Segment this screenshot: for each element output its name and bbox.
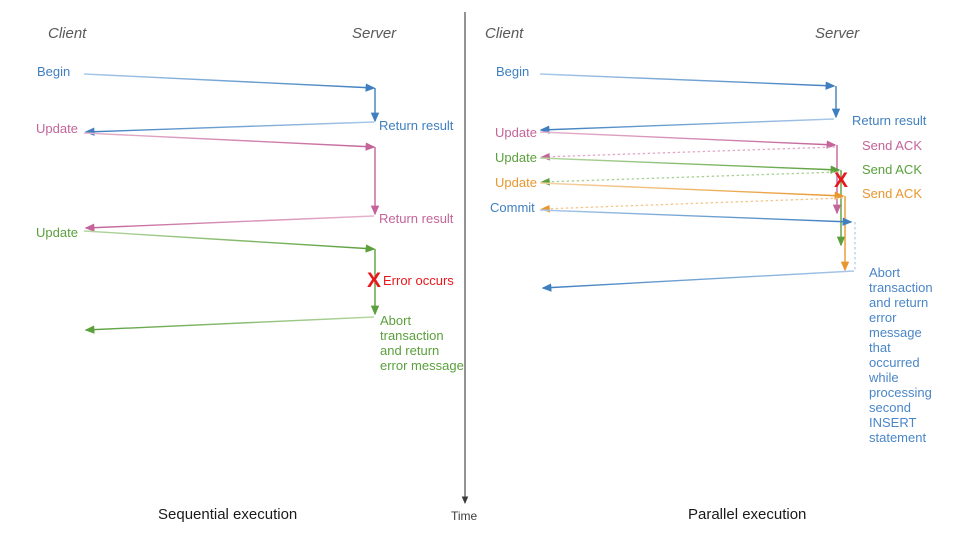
arrow-update-1-request-p [539,131,837,149]
right-message-update-3: Update [495,175,537,190]
right-message-update-1: Update [495,125,537,140]
right-message-begin: Begin [496,64,530,79]
error-x-icon-right: X [834,169,849,192]
left-message-begin: Begin [37,64,71,79]
left-actor-client: Client [48,25,87,42]
left-panel-caption: Sequential execution [158,506,298,523]
left-message-update-1: Update [36,121,78,136]
arrow-begin-request-p [539,73,836,90]
left-abort-note: Abort transaction and return error messa… [380,313,464,373]
arrow-ack-3-dotted [540,197,844,213]
right-message-update-2: Update [495,150,537,165]
left-message-return-result-2: Return result [379,211,454,226]
arrow-return-result-p [539,118,835,134]
right-actor-server: Server [815,25,860,42]
arrow-abort-return-left [84,316,375,334]
right-message-ack-3: Send ACK [862,186,922,201]
arrow-begin-request [83,73,376,92]
right-message-commit: Commit [490,200,535,215]
left-actor-server: Server [352,25,397,42]
arrow-return-result-2 [84,215,375,232]
arrow-update-2-request [83,230,376,253]
left-message-return-result-1: Return result [379,118,454,133]
left-message-update-2: Update [36,225,78,240]
arrow-update-1-request [83,132,376,151]
arrow-commit-request [539,209,853,226]
right-panel-arrows [539,73,856,292]
arrow-update-2-request-p [539,157,841,174]
arrow-ack-2-dotted [540,171,840,186]
time-axis-label: Time [451,509,478,523]
arrow-ack-1-dotted [540,146,836,161]
arrow-abort-return-right [541,270,855,292]
right-message-ack-1: Send ACK [862,138,922,153]
right-abort-note: Abort transaction and return error messa… [869,265,933,445]
right-panel-caption: Parallel execution [688,506,807,523]
arrow-update-3-request-p [539,182,845,200]
left-error-label: Error occurs [383,273,454,288]
left-panel-arrows [83,73,380,334]
right-message-return-result: Return result [852,113,927,128]
right-message-ack-2: Send ACK [862,162,922,177]
error-x-icon-left: X [367,269,382,292]
right-actor-client: Client [485,25,524,42]
arrow-return-result-1 [84,121,375,136]
